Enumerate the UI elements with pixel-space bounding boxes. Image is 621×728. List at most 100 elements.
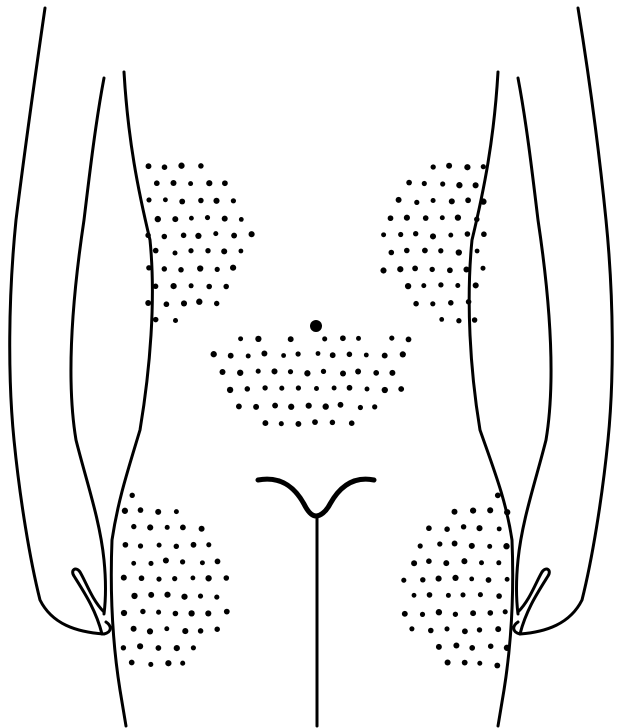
zone-dot xyxy=(477,661,482,666)
zone-dot xyxy=(475,249,480,254)
zone-dot xyxy=(443,560,449,566)
zone-dot xyxy=(412,593,417,598)
zone-dot xyxy=(181,594,187,600)
zone-dot xyxy=(153,248,159,254)
zone-dot xyxy=(495,626,501,632)
zone-dot xyxy=(469,543,475,549)
zone-dot xyxy=(446,593,451,598)
zone-dot xyxy=(494,663,500,669)
zone-dot xyxy=(372,404,377,409)
zone-dot xyxy=(205,215,210,220)
zone-dot xyxy=(430,301,435,306)
zone-dot xyxy=(304,370,310,376)
zone-dot xyxy=(420,577,425,582)
zone-dot xyxy=(295,351,300,356)
zone-dot xyxy=(228,353,234,359)
zone-dot xyxy=(236,403,242,409)
zone-dot xyxy=(188,610,194,616)
zone-dot xyxy=(380,267,386,273)
zone-dot xyxy=(473,282,479,288)
zone-dot xyxy=(281,353,286,358)
zone-dot xyxy=(461,524,466,529)
zone-dot xyxy=(505,577,510,582)
zone-dot xyxy=(239,249,244,254)
zone-dot xyxy=(129,660,135,666)
zone-dot xyxy=(146,197,151,202)
zone-dot xyxy=(414,200,419,205)
zone-dot xyxy=(347,352,353,358)
zone-dot xyxy=(146,265,151,270)
zone-dot xyxy=(453,612,458,617)
zone-dot xyxy=(438,248,443,253)
zone-dot xyxy=(330,352,336,358)
zone-dot xyxy=(487,610,493,616)
zone-dot xyxy=(340,370,346,376)
zone-dot xyxy=(401,578,406,583)
zone-dot xyxy=(477,627,482,632)
zone-dot xyxy=(306,403,312,409)
zone-dot xyxy=(198,628,204,634)
zone-dot xyxy=(205,610,211,616)
zone-dot xyxy=(428,628,434,634)
zone-dot xyxy=(288,369,293,374)
zone-dot xyxy=(347,385,353,391)
zone-dot xyxy=(295,421,301,427)
zone-dot xyxy=(316,351,321,356)
zone-dot xyxy=(162,164,168,170)
zone-dot xyxy=(388,215,394,221)
zone-dot xyxy=(288,404,294,410)
zone-dot xyxy=(164,592,170,598)
zone-dot xyxy=(405,283,411,289)
zone-dot xyxy=(332,386,337,391)
zone-dot xyxy=(355,369,361,375)
zone-dot xyxy=(147,628,153,634)
zone-dot xyxy=(190,575,195,580)
zone-dot xyxy=(162,266,167,271)
zone-dot xyxy=(154,180,160,186)
zone-dot xyxy=(436,644,442,650)
zone-dot xyxy=(174,645,180,651)
zone-dot xyxy=(122,508,128,514)
zone-dot xyxy=(470,508,476,514)
zone-dot xyxy=(170,180,176,186)
zone-dot xyxy=(338,402,344,408)
zone-dot xyxy=(146,163,152,169)
zone-dot xyxy=(213,231,218,236)
zone-dot xyxy=(189,283,194,288)
zone-dot xyxy=(178,163,184,169)
zone-dot xyxy=(447,267,453,273)
zone-dot xyxy=(189,216,194,221)
zone-dot xyxy=(400,351,406,357)
zone-dot xyxy=(382,387,388,393)
zone-dot xyxy=(131,626,137,632)
zone-dot xyxy=(504,509,510,515)
zone-dot xyxy=(156,610,161,615)
zone-dot xyxy=(461,558,467,564)
zone-dot xyxy=(440,181,445,186)
zone-dot xyxy=(436,609,442,615)
zone-dot xyxy=(481,266,486,271)
zone-dot xyxy=(469,576,474,581)
zone-dot xyxy=(389,336,394,341)
zone-dot xyxy=(431,198,436,203)
zone-dot xyxy=(438,282,443,287)
zone-dot xyxy=(444,526,450,532)
zone-dot xyxy=(426,525,432,531)
zone-dot xyxy=(487,507,493,513)
zone-dot xyxy=(131,524,136,529)
zone-dot xyxy=(437,541,442,546)
zone-dot xyxy=(462,660,468,666)
zone-dot xyxy=(312,419,318,425)
zone-dot xyxy=(398,386,404,392)
zone-dot xyxy=(123,542,129,548)
zone-dot xyxy=(296,385,301,390)
zone-dot xyxy=(486,577,492,583)
zone-dot xyxy=(172,250,177,255)
zone-dot xyxy=(173,611,179,617)
zone-dot xyxy=(164,301,170,307)
zone-dot xyxy=(173,318,178,323)
zone-dot xyxy=(148,561,153,566)
zone-dot xyxy=(402,611,408,617)
zone-dot xyxy=(496,560,501,565)
zone-dot xyxy=(452,509,458,515)
